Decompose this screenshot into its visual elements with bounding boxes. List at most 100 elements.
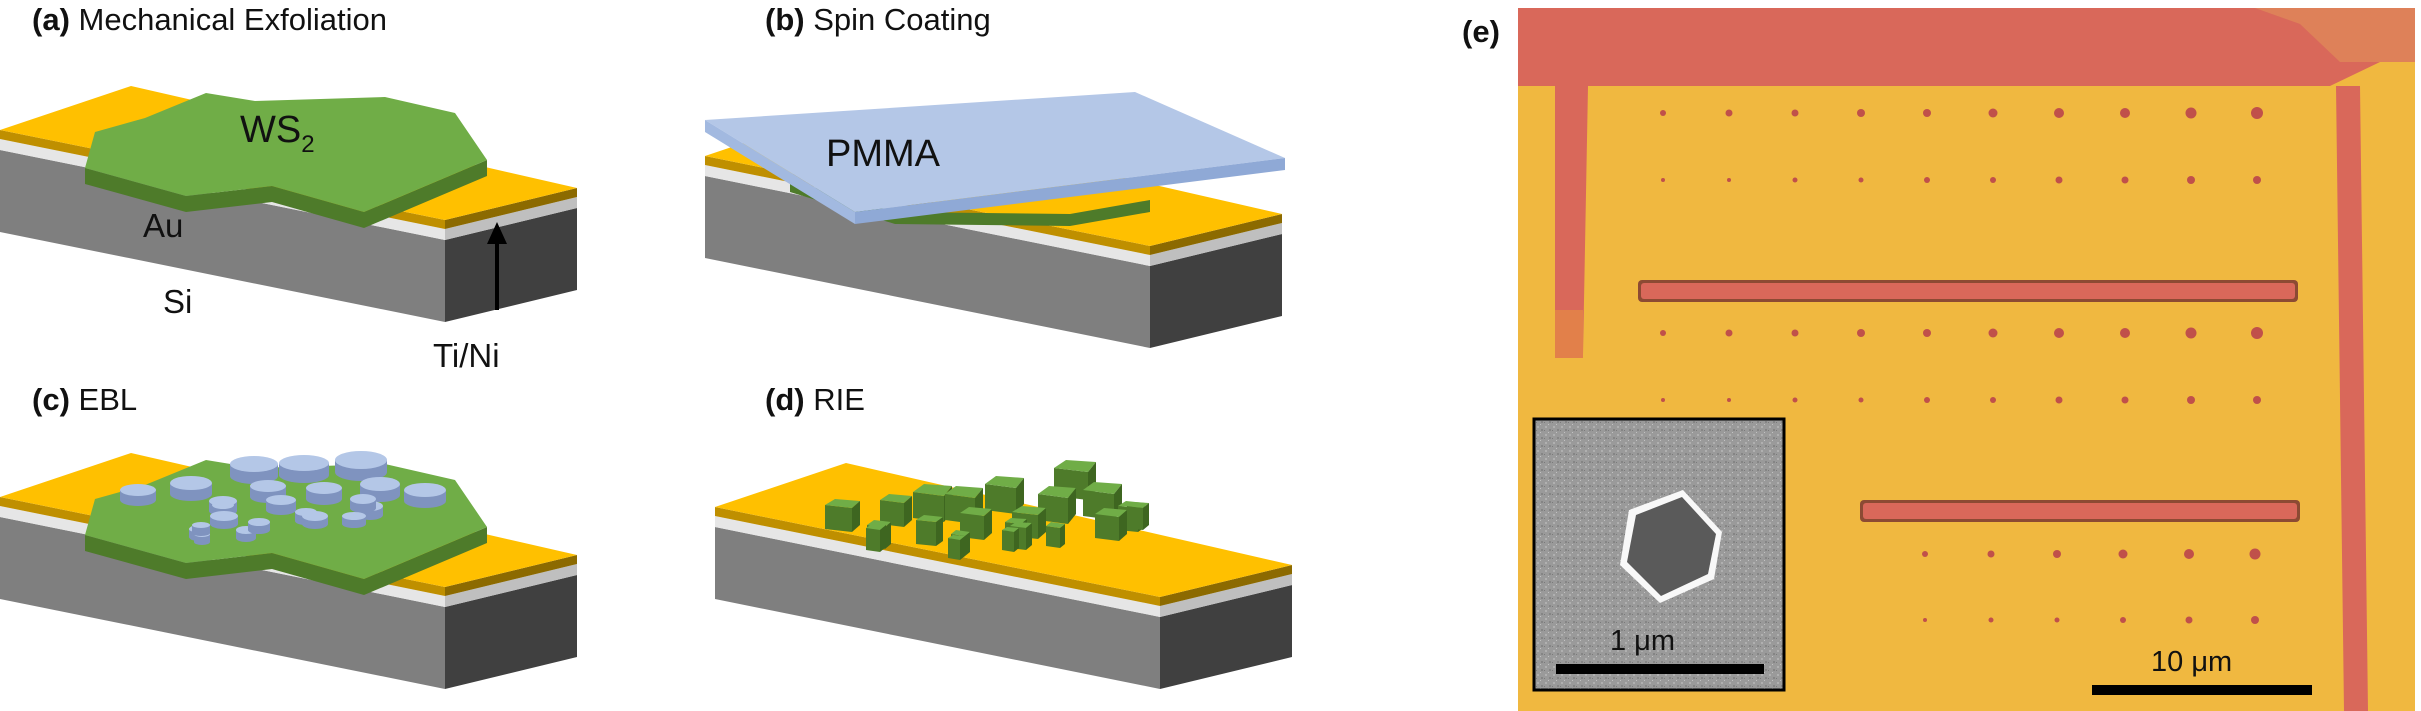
ws2-pillar xyxy=(948,535,965,560)
resist-disk xyxy=(404,483,446,508)
micrograph-dot xyxy=(1661,398,1665,402)
adhesion-arrow-head xyxy=(487,222,507,244)
micrograph-dot xyxy=(1660,110,1666,116)
ws2-pillar xyxy=(1046,522,1065,548)
sem-inset: 1 μm xyxy=(1532,417,1786,692)
tini-front-d xyxy=(715,516,1160,617)
resist-disk xyxy=(279,455,329,483)
micrograph-top-electrode xyxy=(1518,8,2415,86)
micrograph-dot xyxy=(1791,329,1799,337)
silicon-side-b xyxy=(1150,234,1282,348)
micrograph-dot xyxy=(1660,330,1666,336)
micrograph-dot xyxy=(2253,396,2261,404)
inset-scale-label: 1 μm xyxy=(1610,625,1675,657)
silicon-front-d xyxy=(715,527,1160,689)
micrograph-dot xyxy=(1792,177,1798,183)
resist-disk xyxy=(120,484,156,506)
panel-a-label: (a) Mechanical Exfoliation xyxy=(32,2,387,37)
resist-disk xyxy=(266,495,296,515)
micrograph-dot xyxy=(2054,617,2060,623)
ws2-flake-side-c xyxy=(85,527,487,595)
micrograph-dot xyxy=(1923,109,1931,117)
ws2-pillar xyxy=(825,499,860,532)
resist-disk xyxy=(248,518,270,534)
micrograph-dot xyxy=(1923,618,1927,622)
panel-b-label: (b) Spin Coating xyxy=(765,2,991,37)
pmma-side-front xyxy=(855,158,1285,224)
gold-label: Au xyxy=(143,207,183,244)
panel-d: (d) RIE xyxy=(715,382,1292,689)
resist-disk xyxy=(306,482,342,505)
micrograph-dot xyxy=(2253,176,2261,184)
resist-disk xyxy=(350,494,376,513)
resist-disks xyxy=(120,451,446,545)
panel-e: (e) 1 μm 10 μm xyxy=(1462,8,2415,711)
gold-side-b xyxy=(1150,214,1282,255)
micrograph-dot xyxy=(1857,329,1865,337)
micrograph-dot xyxy=(1987,550,1995,558)
micrograph-dot xyxy=(2249,548,2261,560)
micrograph-dot xyxy=(2053,550,2061,558)
tini-side-d xyxy=(1160,574,1292,617)
micrograph-dot xyxy=(1858,397,1864,403)
ws2-pillar xyxy=(880,494,912,527)
panel-d-label: (d) RIE xyxy=(765,382,865,417)
micrograph-dot xyxy=(2055,176,2063,184)
micrograph-dot xyxy=(2185,107,2197,119)
micrograph-dot xyxy=(2120,328,2130,338)
silicon-side-d xyxy=(1160,585,1292,689)
micrograph-dot xyxy=(2187,176,2195,184)
micrograph-dot xyxy=(1725,329,1733,337)
micrograph-dot xyxy=(1922,551,1928,557)
micrograph-dot xyxy=(2184,549,2194,559)
silicon-front-a xyxy=(0,150,445,322)
micrograph-strip-upper xyxy=(1641,283,2295,299)
micrograph-top-electrode-shade xyxy=(1518,8,2415,62)
ws2-flake-a xyxy=(85,93,487,228)
ws2-pillar xyxy=(866,524,886,552)
micrograph-dot xyxy=(1990,397,1996,403)
micrograph-dot xyxy=(2185,327,2197,339)
ws2-pillar xyxy=(1095,508,1127,541)
inset-scale-bar xyxy=(1556,664,1764,674)
silicon-label: Si xyxy=(163,283,192,320)
micrograph-left-lead-tip xyxy=(1555,310,1583,358)
micrograph-dot xyxy=(1988,617,1994,623)
panel-c-label: (c) EBL xyxy=(32,382,137,417)
pmma-label: PMMA xyxy=(826,133,941,175)
ws2-label: WS2 xyxy=(240,109,315,158)
micrograph-strip-lower xyxy=(1863,503,2297,519)
micrograph-dot xyxy=(1990,177,1996,183)
micrograph-left-lead xyxy=(1555,86,1588,355)
micrograph-dot xyxy=(1988,108,1998,118)
ws2-pillars xyxy=(825,460,1149,560)
micrograph-dot xyxy=(1924,177,1930,183)
micrograph-dot xyxy=(1792,397,1798,403)
micrograph-dot xyxy=(1661,178,1665,182)
micrograph-dot xyxy=(2118,549,2128,559)
ws2-flake-side-a xyxy=(85,160,487,228)
silicon-front-b xyxy=(705,176,1150,348)
ws2-pillar xyxy=(916,515,943,546)
tini-side-a xyxy=(445,197,577,240)
micrograph-dot xyxy=(1727,398,1731,402)
micrograph-dot xyxy=(2054,328,2064,338)
gold-side-a xyxy=(445,188,577,229)
gold-front-d xyxy=(715,507,1160,606)
micrograph-right-lead xyxy=(2336,86,2368,711)
panel-b: (b) Spin Coating PMMA xyxy=(705,2,1285,348)
resist-disk xyxy=(335,451,387,481)
panel-a: (a) Mechanical Exfoliation WS2 Au Si Ti/… xyxy=(0,2,577,374)
ws2-pillar xyxy=(1083,482,1122,520)
silicon-side-a xyxy=(445,208,577,322)
panel-e-label: (e) xyxy=(1462,14,1500,49)
micrograph-dot xyxy=(1791,109,1799,117)
resist-disk xyxy=(170,476,212,501)
ws2-pillar xyxy=(1127,502,1149,530)
micrograph-dot xyxy=(1924,397,1930,403)
micrograph-dot xyxy=(1857,109,1865,117)
resist-disk xyxy=(210,511,238,529)
ws2-flake-top-a xyxy=(85,93,487,212)
pmma-top xyxy=(705,92,1285,212)
